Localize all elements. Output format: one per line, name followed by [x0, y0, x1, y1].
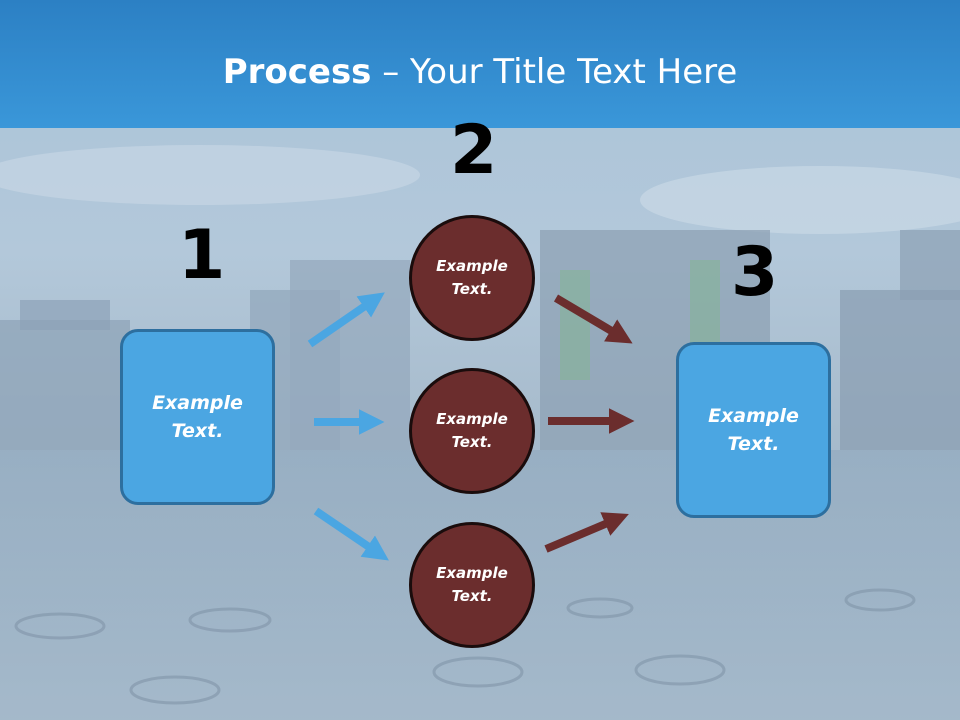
- title-bold: Process: [222, 52, 372, 92]
- step-number-2: 2: [450, 111, 498, 190]
- step-number-3: 3: [731, 233, 779, 312]
- arrow-bottom-to-3: [544, 512, 629, 553]
- arrow-top-to-3: [553, 294, 633, 344]
- circle-bottom-text: Example Text.: [436, 563, 508, 605]
- step-3-box: Example Text.: [676, 342, 831, 518]
- title-band: [0, 0, 960, 128]
- title-rest: – Your Title Text Here: [371, 52, 738, 92]
- slide-title: Process – Your Title Text Here: [0, 52, 960, 92]
- circle-middle-text: Example Text.: [436, 409, 508, 451]
- step-1-box: Example Text.: [120, 329, 275, 505]
- step-3-box-text: Example Text.: [708, 404, 799, 456]
- arrow-1-to-bottom: [313, 507, 389, 561]
- step-2-circle-middle: Example Text.: [409, 368, 535, 494]
- step-number-1: 1: [178, 216, 226, 295]
- step-2-circle-bottom: Example Text.: [409, 522, 535, 648]
- step-2-circle-top: Example Text.: [409, 215, 535, 341]
- circle-top-text: Example Text.: [436, 256, 508, 298]
- arrow-1-to-top: [307, 292, 385, 348]
- step-1-box-text: Example Text.: [152, 391, 243, 443]
